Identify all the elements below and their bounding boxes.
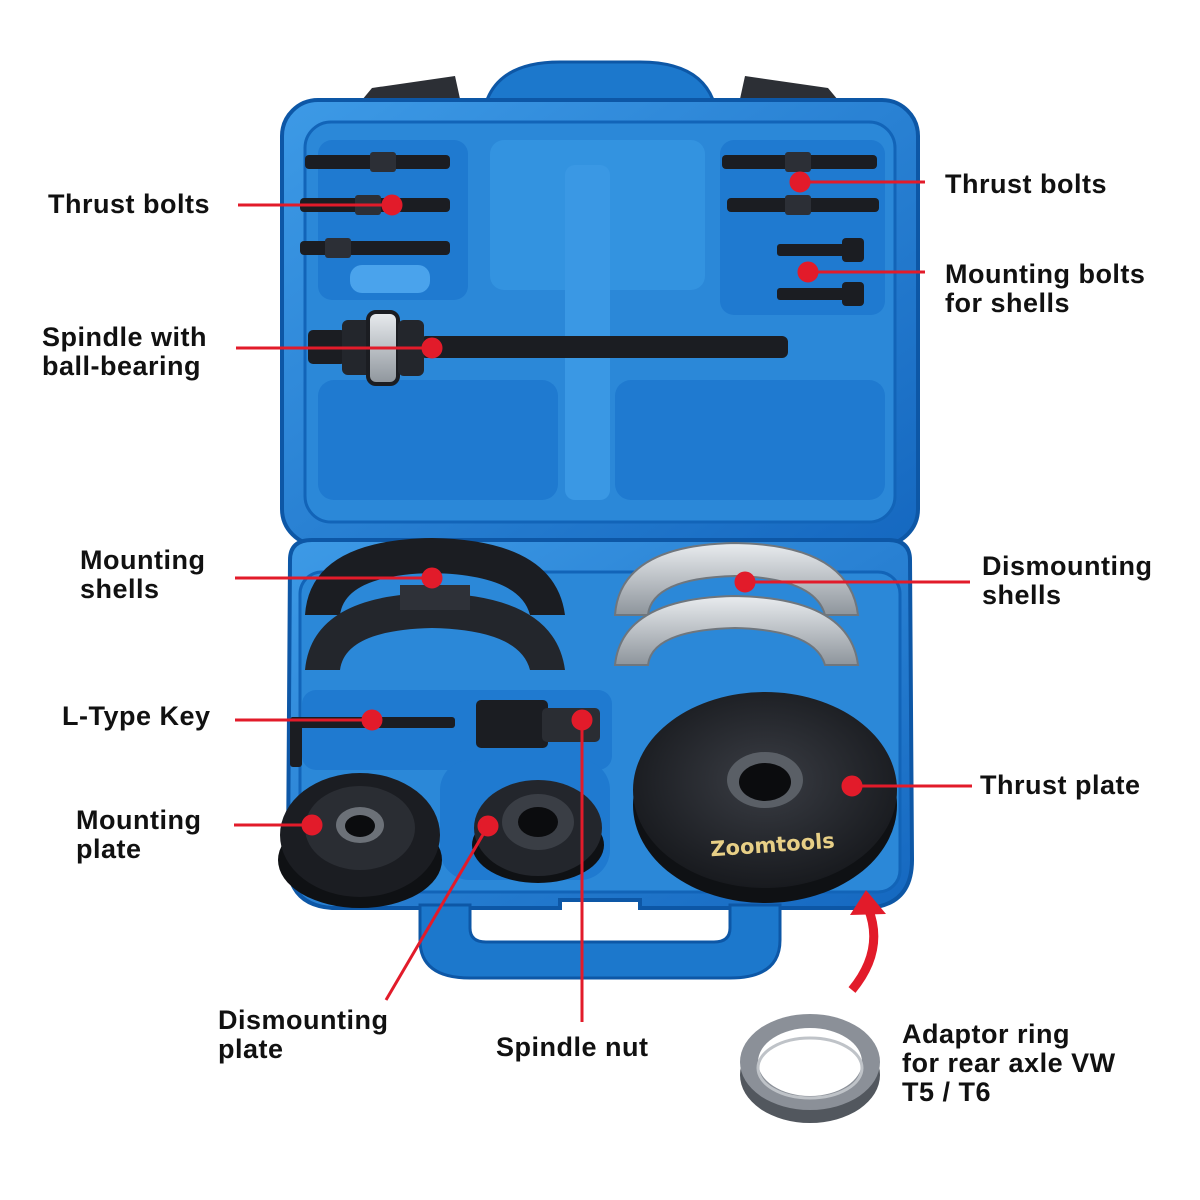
label-mounting-bolts: Mounting bolts for shells xyxy=(945,260,1145,318)
label-line: shells xyxy=(982,580,1062,610)
label-line: Thrust bolts xyxy=(945,169,1107,199)
label-adaptor-ring: Adaptor ring for rear axle VW T5 / T6 xyxy=(902,1020,1116,1107)
mounting-plate xyxy=(278,773,442,908)
label-line: Mounting xyxy=(80,545,206,575)
label-dismounting-plate: Dismounting plate xyxy=(218,1006,388,1064)
pointer-spindle-nut xyxy=(571,709,593,1022)
label-line: T5 / T6 xyxy=(902,1077,992,1107)
label-thrust-plate: Thrust plate xyxy=(980,771,1141,800)
mounting-shells xyxy=(305,538,565,670)
label-line: Thrust plate xyxy=(980,770,1141,800)
label-line: L-Type Key xyxy=(62,701,211,731)
thrust-bolts-left xyxy=(300,152,450,293)
label-line: shells xyxy=(80,574,160,604)
thrust-bolts-right xyxy=(722,152,879,215)
adaptor-ring xyxy=(740,1014,880,1123)
label-line: Spindle nut xyxy=(496,1032,649,1062)
pointer-spindle xyxy=(236,337,443,359)
label-mounting-plate: Mounting plate xyxy=(76,806,201,864)
label-dismounting-shells: Dismounting shells xyxy=(982,552,1152,610)
label-line: plate xyxy=(218,1034,284,1064)
label-line: ball-bearing xyxy=(42,351,202,381)
mounting-bolts xyxy=(777,238,864,306)
dismounting-shells xyxy=(613,541,860,666)
pointer-mounting-shells xyxy=(235,567,443,589)
pointer-thrust-plate xyxy=(841,775,972,797)
label-line: Dismounting xyxy=(982,551,1153,581)
thrust-plate: Zoomtools xyxy=(633,692,897,903)
pointer-l-type-key xyxy=(235,709,383,731)
pointer-mounting-bolts xyxy=(797,261,925,283)
pointer-dismounting-plate xyxy=(384,815,499,1001)
label-line: Adaptor ring xyxy=(902,1019,1070,1049)
label-line: plate xyxy=(76,834,142,864)
pointer-thrust-bolts-right xyxy=(789,171,925,193)
label-mounting-shells: Mounting shells xyxy=(80,546,205,604)
label-spindle-nut: Spindle nut xyxy=(496,1033,648,1062)
adaptor-arrow-icon xyxy=(848,890,886,993)
dismounting-plate xyxy=(472,780,604,883)
label-thrust-bolts-left: Thrust bolts xyxy=(48,190,210,219)
label-line: Mounting xyxy=(76,805,202,835)
label-line: Dismounting xyxy=(218,1005,389,1035)
label-line: Mounting bolts xyxy=(945,259,1146,289)
label-line: for rear axle VW xyxy=(902,1048,1116,1078)
pointer-mounting-plate xyxy=(234,814,323,836)
label-spindle: Spindle with ball-bearing xyxy=(42,323,207,381)
label-l-type-key: L-Type Key xyxy=(62,702,211,731)
label-line: Thrust bolts xyxy=(48,189,210,219)
label-thrust-bolts-right: Thrust bolts xyxy=(945,170,1107,199)
label-line: for shells xyxy=(945,288,1071,318)
pointer-dismounting-shells xyxy=(734,571,970,593)
pointer-thrust-bolts-left xyxy=(238,194,403,216)
label-line: Spindle with xyxy=(42,322,207,352)
